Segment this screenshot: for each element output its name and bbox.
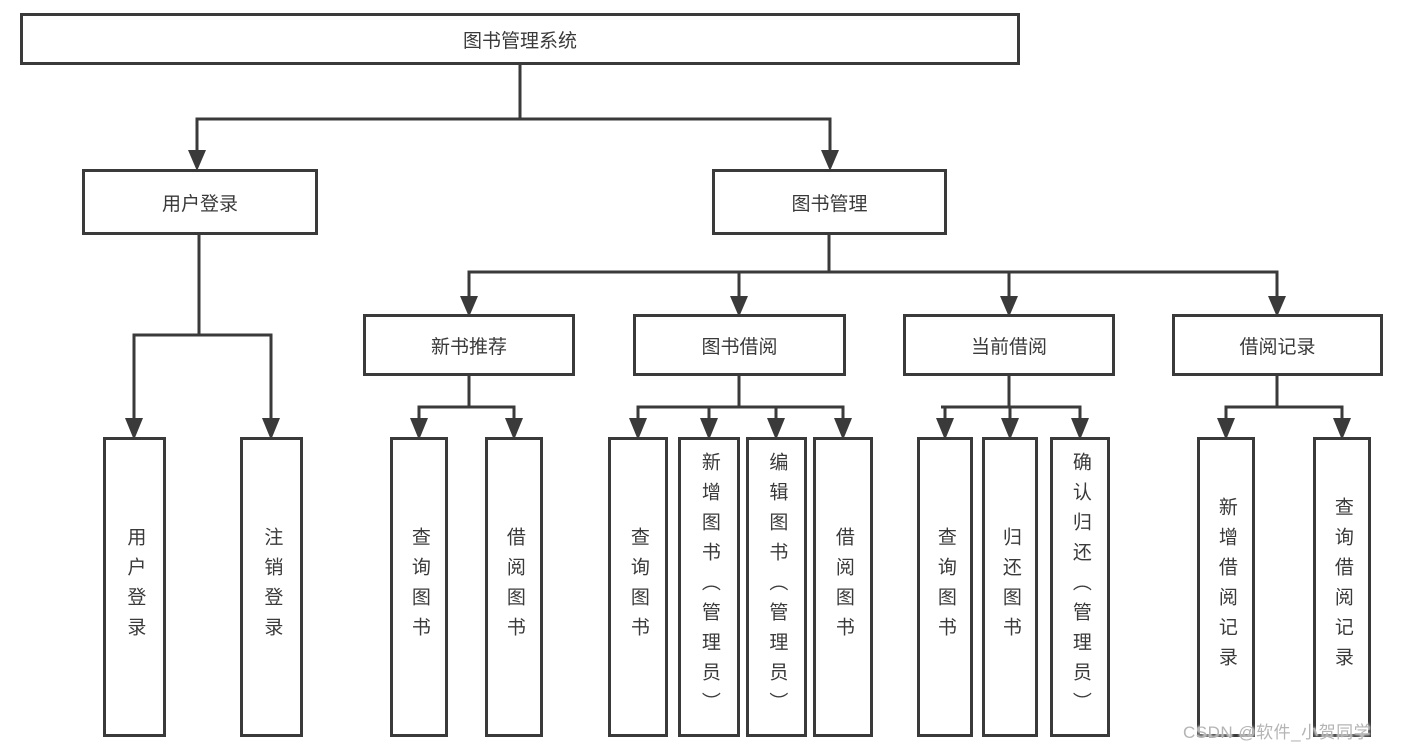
node-label: 查询图书 (934, 527, 956, 647)
node-query-books-borrowing: 查询图书 (608, 437, 668, 737)
node-label: 用户登录 (161, 193, 238, 215)
node-label: 编辑图书（管理员） (766, 452, 788, 722)
node-label: 查询图书 (627, 527, 649, 647)
node-label: 新增借阅记录 (1215, 497, 1237, 677)
node-label: 当前借阅 (970, 336, 1047, 358)
node-label: 归还图书 (999, 527, 1021, 647)
watermark: CSDN @软件_小贺同学 (1183, 723, 1372, 742)
connector-newbooks-to-leaves (417, 376, 516, 420)
connector-root-to-level2 (195, 65, 832, 152)
node-confirm-return-admin: 确认归还（管理员） (1050, 437, 1110, 737)
node-label: 图书管理系统 (462, 30, 577, 52)
node-book-borrowing: 图书借阅 (633, 314, 846, 376)
arrowheads (125, 150, 1351, 440)
node-label: 查询借阅记录 (1331, 497, 1353, 677)
connector-records-to-leaves (1224, 376, 1344, 420)
node-edit-book-admin: 编辑图书（管理员） (746, 437, 807, 737)
node-borrow-books-recommend: 借阅图书 (485, 437, 543, 737)
node-label: 用户登录 (124, 527, 146, 647)
node-borrow-books-action: 借阅图书 (813, 437, 873, 737)
node-label: 借阅记录 (1239, 336, 1316, 358)
node-label: 新书推荐 (430, 336, 507, 358)
node-label: 借阅图书 (832, 527, 854, 647)
node-label: 借阅图书 (503, 527, 525, 647)
node-book-management: 图书管理 (712, 169, 947, 235)
node-return-book: 归还图书 (982, 437, 1038, 737)
node-logout: 注销登录 (240, 437, 303, 737)
node-label: 图书管理 (791, 193, 868, 215)
node-add-book-admin: 新增图书（管理员） (678, 437, 740, 737)
connector-borrowing-to-leaves (636, 376, 845, 420)
node-query-books-recommend: 查询图书 (390, 437, 448, 737)
node-user-login: 用户登录 (82, 169, 318, 235)
connector-userlogin-to-leaves (132, 235, 273, 420)
node-query-borrow-record: 查询借阅记录 (1313, 437, 1371, 737)
node-label: 新增图书（管理员） (698, 452, 720, 722)
node-label: 注销登录 (261, 527, 283, 647)
node-add-borrow-record: 新增借阅记录 (1197, 437, 1255, 737)
node-new-book-recommendation: 新书推荐 (363, 314, 575, 376)
node-label: 图书借阅 (701, 336, 778, 358)
node-label: 查询图书 (408, 527, 430, 647)
node-library-management-system: 图书管理系统 (20, 13, 1020, 65)
node-label: 确认归还（管理员） (1069, 452, 1091, 722)
node-user-login-action: 用户登录 (103, 437, 166, 737)
node-borrowing-records: 借阅记录 (1172, 314, 1383, 376)
connector-bookmgmt-to-level3 (467, 235, 1279, 297)
node-current-borrowing: 当前借阅 (903, 314, 1115, 376)
connector-current-to-leaves (941, 376, 1082, 420)
node-query-books-current: 查询图书 (917, 437, 973, 737)
